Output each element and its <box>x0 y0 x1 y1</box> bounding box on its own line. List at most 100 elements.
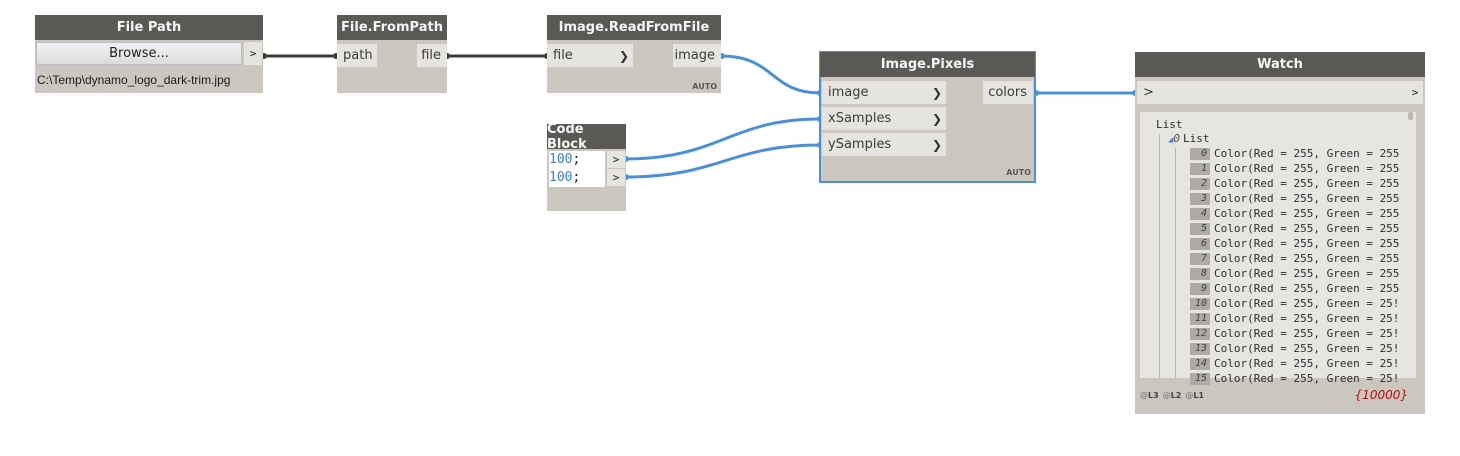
item-value: Color(Red = 255, Green = 255 <box>1214 147 1400 160</box>
item-index: 12 <box>1190 328 1210 340</box>
item-value: Color(Red = 255, Green = 255 <box>1214 207 1400 220</box>
input-port-file[interactable]: file ❯ <box>547 44 633 67</box>
list-item[interactable]: 3 Color(Red = 255, Green = 255 <box>1190 191 1399 206</box>
item-index: 5 <box>1190 223 1210 235</box>
wire-image-to-pixels[interactable] <box>720 54 821 95</box>
lacing-label[interactable]: AUTO <box>1006 168 1031 177</box>
list-item[interactable]: 7 Color(Red = 255, Green = 255 <box>1190 251 1399 266</box>
item-index: 0 <box>1190 148 1210 160</box>
node-title: File Path <box>35 15 263 40</box>
item-value: Color(Red = 255, Green = 25! <box>1214 342 1400 355</box>
code-block-node[interactable]: Code Block 100; > 100; > <box>547 122 626 211</box>
node-title: Image.Pixels <box>820 52 1035 77</box>
code-semicolon: ; <box>572 152 581 167</box>
port-label: ySamples <box>828 137 892 152</box>
sublist-label: List <box>1183 132 1210 145</box>
lacing-label[interactable]: AUTO <box>692 82 717 91</box>
input-port-xsamples[interactable]: xSamples ❯ <box>822 107 946 130</box>
node-title: Code Block <box>547 122 626 152</box>
item-value: Color(Red = 255, Green = 255 <box>1214 222 1400 235</box>
item-index: 4 <box>1190 208 1210 220</box>
output-port-colors[interactable]: colors <box>983 81 1033 104</box>
item-index: 13 <box>1190 343 1210 355</box>
item-index: 7 <box>1190 253 1210 265</box>
port-label: xSamples <box>828 111 892 126</box>
output-port-image[interactable]: image <box>673 44 721 67</box>
code-line[interactable]: 100; <box>549 151 605 169</box>
wire-code-x-to-pixels[interactable] <box>624 117 821 161</box>
wire-code-y-to-pixels[interactable] <box>624 143 821 179</box>
list-item[interactable]: 15 Color(Red = 255, Green = 25! <box>1190 371 1399 386</box>
port-label: image <box>828 85 869 100</box>
watch-footer: @L3 @L2 @L1 {10000} <box>1140 382 1416 408</box>
node-title: Image.ReadFromFile <box>547 15 721 40</box>
item-value: Color(Red = 255, Green = 25! <box>1214 372 1400 385</box>
item-index: 14 <box>1190 358 1210 370</box>
port-label: file <box>553 48 573 63</box>
image-pixels-node[interactable]: Image.Pixels image ❯ xSamples ❯ ySamples… <box>819 51 1036 183</box>
tree-root-label: List <box>1156 118 1183 131</box>
item-value: Color(Red = 255, Green = 255 <box>1214 237 1400 250</box>
input-port-watch[interactable]: > <box>1137 81 1407 104</box>
item-index: 6 <box>1190 238 1210 250</box>
item-index: 11 <box>1190 313 1210 325</box>
list-item[interactable]: 13 Color(Red = 255, Green = 25! <box>1190 341 1399 356</box>
file-path-value: C:\Temp\dynamo_logo_dark-trim.jpg <box>37 73 231 87</box>
output-port-arrow[interactable]: > <box>607 169 625 186</box>
item-count: {10000} <box>1354 388 1408 402</box>
item-value: Color(Red = 255, Green = 255 <box>1214 267 1400 280</box>
input-port-path[interactable]: path <box>337 44 377 67</box>
output-port-file[interactable]: file <box>417 44 447 67</box>
list-item[interactable]: 4 Color(Red = 255, Green = 255 <box>1190 206 1399 221</box>
item-value: Color(Red = 255, Green = 25! <box>1214 312 1400 325</box>
scrollbar-thumb[interactable] <box>1408 112 1413 120</box>
sublist-index: 0 <box>1173 132 1181 145</box>
list-item[interactable]: 2 Color(Red = 255, Green = 255 <box>1190 176 1399 191</box>
level-badge[interactable]: @L2 <box>1162 390 1182 400</box>
item-index: 9 <box>1190 283 1210 295</box>
file-frompath-node[interactable]: File.FromPath path file <box>337 15 447 93</box>
list-item[interactable]: 0 Color(Red = 255, Green = 255 <box>1190 146 1399 161</box>
item-index: 3 <box>1190 193 1210 205</box>
tree-guide <box>1159 134 1160 378</box>
output-port-arrow[interactable]: > <box>1407 81 1423 104</box>
list-item[interactable]: 5 Color(Red = 255, Green = 255 <box>1190 221 1399 236</box>
code-line[interactable]: 100; <box>549 169 605 187</box>
item-index: 8 <box>1190 268 1210 280</box>
browse-button[interactable]: Browse... <box>36 42 242 65</box>
node-title: Watch <box>1135 52 1425 77</box>
tree-guide <box>1175 148 1176 378</box>
input-port-image[interactable]: image ❯ <box>822 81 946 104</box>
expand-arrow-icon[interactable]: ◢ <box>1168 135 1174 145</box>
item-value: Color(Red = 255, Green = 255 <box>1214 177 1400 190</box>
chevron-right-icon: ❯ <box>931 111 942 126</box>
output-port-arrow[interactable]: > <box>607 151 625 168</box>
item-index: 1 <box>1190 163 1210 175</box>
node-title: File.FromPath <box>337 15 447 40</box>
list-item[interactable]: 6 Color(Red = 255, Green = 255 <box>1190 236 1399 251</box>
item-value: Color(Red = 255, Green = 255 <box>1214 192 1400 205</box>
file-path-node[interactable]: File Path Browse... > C:\Temp\dynamo_log… <box>35 15 263 93</box>
item-index: 15 <box>1190 373 1210 385</box>
level-badge[interactable]: @L1 <box>1185 390 1205 400</box>
level-badge[interactable]: @L3 <box>1140 390 1159 400</box>
item-index: 2 <box>1190 178 1210 190</box>
output-port-arrow[interactable]: > <box>244 42 262 65</box>
list-item[interactable]: 8 Color(Red = 255, Green = 255 <box>1190 266 1399 281</box>
chevron-right-icon: ❯ <box>931 85 942 100</box>
code-number: 100 <box>549 170 573 185</box>
input-port-ysamples[interactable]: ySamples ❯ <box>822 133 946 156</box>
chevron-right-icon: ❯ <box>618 48 629 63</box>
list-item[interactable]: 11 Color(Red = 255, Green = 25! <box>1190 311 1399 326</box>
item-value: Color(Red = 255, Green = 255 <box>1214 252 1400 265</box>
image-readfromfile-node[interactable]: Image.ReadFromFile file ❯ image AUTO <box>547 15 721 93</box>
